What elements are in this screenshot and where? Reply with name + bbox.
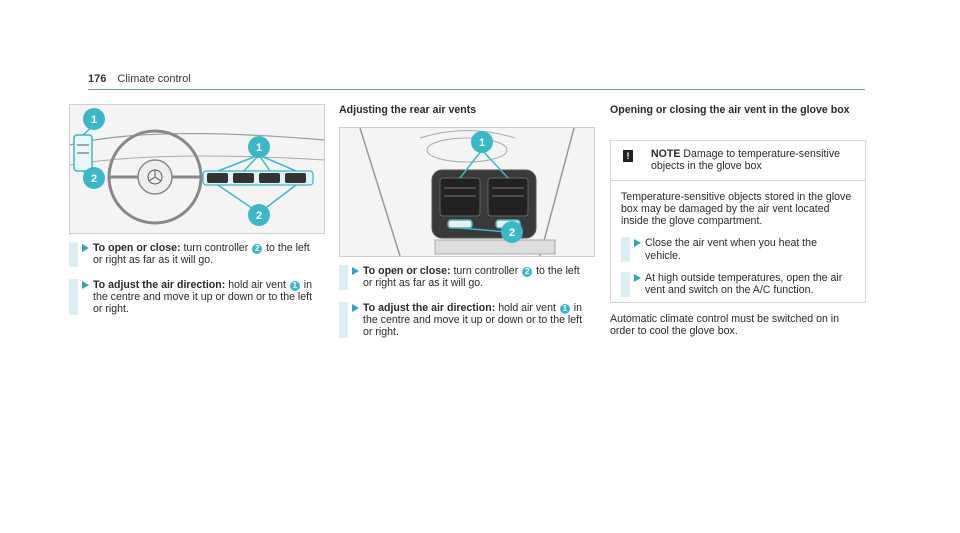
step-text: in the centre and move it up or down or … [363,301,583,339]
callout-2-marker [501,221,523,243]
callout-1-label: 1 [479,137,485,149]
callout-ref: 2 [252,244,263,254]
dashboard-illustration: 1 2 1 2 [70,105,324,233]
step-heading: To adjust the air direction: [363,301,496,314]
rear-vents-title: Adjusting the rear air vents [339,104,477,116]
note-text: Temperature-sensitive objects stored in … [621,190,852,228]
callout-1-marker [471,131,493,153]
step-adjust-direction: To adjust the air direction: hold air ve… [69,278,317,316]
step-adjust-direction: To adjust the air direction: hold air ve… [339,301,587,339]
step-open-close: To open or close: turn controller 2 to t… [339,265,587,290]
step-heading: To open or close: [93,242,181,254]
callout-ref: 1 [289,280,300,291]
step-open-close: To open or close: turn controller 2 to t… [69,242,317,267]
warning-icon: ! [623,150,633,162]
page-header: 176 Climate control [88,73,191,85]
page-number: 176 [88,73,107,85]
callout-1-marker [83,108,105,130]
glove-box-paragraph: Automatic climate control must be switch… [610,313,840,338]
callout-2-marker [83,167,105,189]
callout-1-label: 1 [91,114,97,126]
callout-2-label: 2 [256,210,262,222]
step-text: turn controller [180,242,252,254]
note-headline: Damage to temperature-sensitive objects … [651,148,841,173]
step-arrow-icon [82,280,89,289]
middle-steps: To open or close: turn controller 2 to t… [339,265,587,350]
callout-2-label: 2 [509,227,515,239]
dashboard-vents-figure: 1 2 1 2 [69,104,325,234]
callout-1-marker [248,136,270,158]
callout-ref: 1 [559,303,570,314]
callout-2-label: 2 [91,173,97,185]
callout-2-marker [248,204,270,226]
step-arrow-icon [352,303,359,312]
step-heading: To adjust the air direction: [93,278,226,291]
step-heading: To open or close: [363,265,451,277]
glove-box-vent-title: Opening or closing the air vent in the g… [610,104,850,116]
header-rule [88,89,865,90]
step-arrow-icon [352,267,359,275]
step-text: At high outside temperatures, open the a… [645,272,843,297]
step-text: to the left or right as far as it will g… [93,242,310,267]
left-steps: To open or close: turn controller 2 to t… [69,242,317,327]
step-arrow-icon [82,244,89,252]
step-text: to the left or right as far as it will g… [363,265,580,290]
note-step-open-vent: At high outside temperatures, open the a… [621,272,855,297]
step-text: hold air vent [495,301,559,314]
note-body: Temperature-sensitive objects stored in … [611,181,865,297]
step-text: turn controller [450,265,522,277]
rear-vents-illustration: 1 2 [340,128,594,256]
callout-ref: 2 [522,267,533,277]
step-arrow-icon [634,274,641,283]
note-header: ! NOTE Damage to temperature-sensitive o… [611,141,865,181]
step-arrow-icon [634,239,641,248]
step-text: in the centre and move it up or down or … [93,278,313,316]
step-text: hold air vent [225,278,289,291]
rear-vents-figure: 1 2 [339,127,595,257]
section-title: Climate control [117,73,191,85]
damage-note-box: ! NOTE Damage to temperature-sensitive o… [610,140,866,303]
callout-1-label: 1 [256,142,262,154]
note-step-close-vent: Close the air vent when you heat the veh… [621,237,855,262]
step-text: Close the air vent when you heat the veh… [645,237,817,262]
note-label: NOTE [651,148,681,160]
